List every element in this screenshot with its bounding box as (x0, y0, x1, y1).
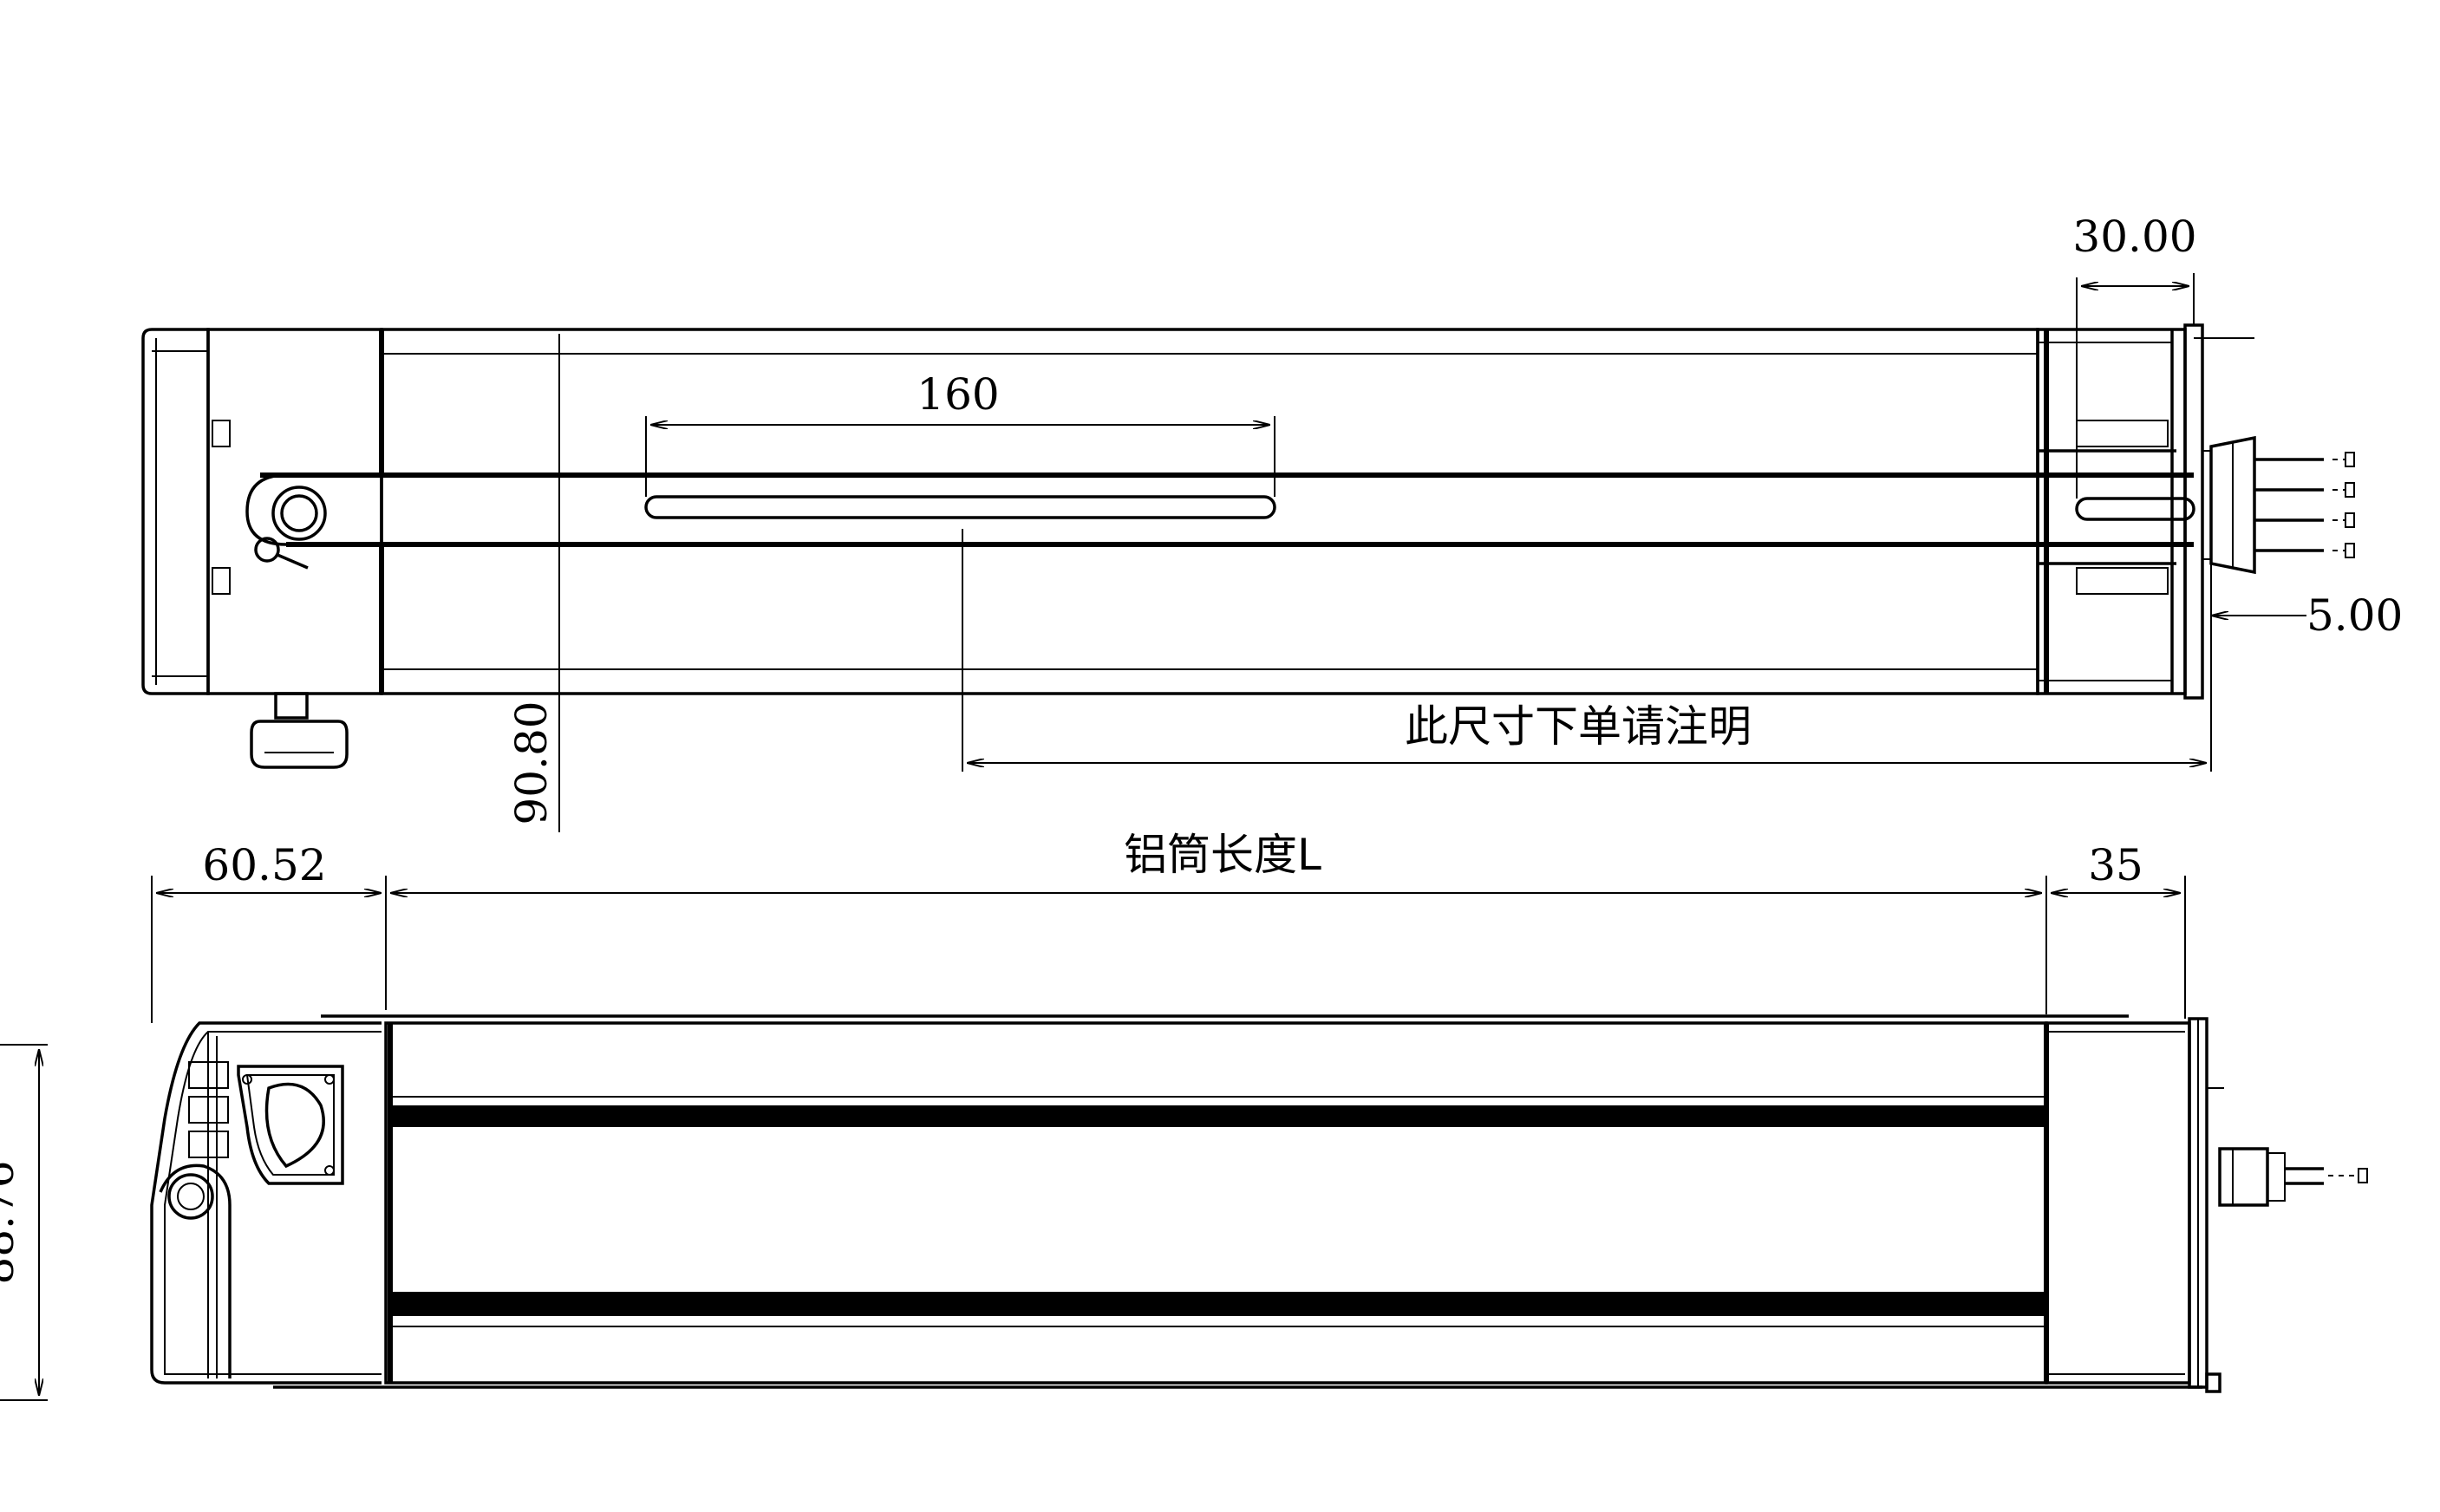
charge-port (237, 1065, 344, 1185)
side-lock (167, 1173, 214, 1220)
handle-slot (644, 495, 1276, 519)
key-icon (250, 692, 349, 769)
top-right-end (2036, 328, 2187, 695)
top-connector (2202, 435, 2355, 575)
dim-right-cap: 35 (2088, 840, 2143, 890)
dim-note-length: 此尺寸下单请注明 (1405, 701, 1752, 752)
side-connector (2218, 1147, 2368, 1207)
dim-tube-length: 铝筒长度L (1124, 830, 1321, 880)
dim-height-top: 90.80 (506, 701, 557, 824)
lock-circle (271, 486, 327, 541)
dim-connector-offset: 5.00 (2306, 590, 2403, 641)
side-right-cap (2045, 1021, 2191, 1385)
side-rail-bottom (390, 1292, 2046, 1316)
side-view: 60.52 铝筒长度L 35 88.76 (0, 830, 2368, 1401)
top-main-tube (380, 328, 2039, 695)
dim-height-side: 88.76 (0, 1160, 23, 1284)
top-left-body (206, 328, 383, 695)
dim-slot-length: 160 (917, 369, 999, 420)
top-left-end-cap (141, 328, 210, 695)
top-view: 30.00 160 5.00 此尺寸下单请注明 90.80 (141, 212, 2403, 832)
side-rail-top (390, 1105, 2046, 1127)
side-left-cap (150, 1021, 382, 1385)
dim-left-cap: 60.52 (202, 840, 326, 890)
dim-connector-width: 30.00 (2072, 212, 2196, 262)
side-main-tube (384, 1021, 2048, 1385)
